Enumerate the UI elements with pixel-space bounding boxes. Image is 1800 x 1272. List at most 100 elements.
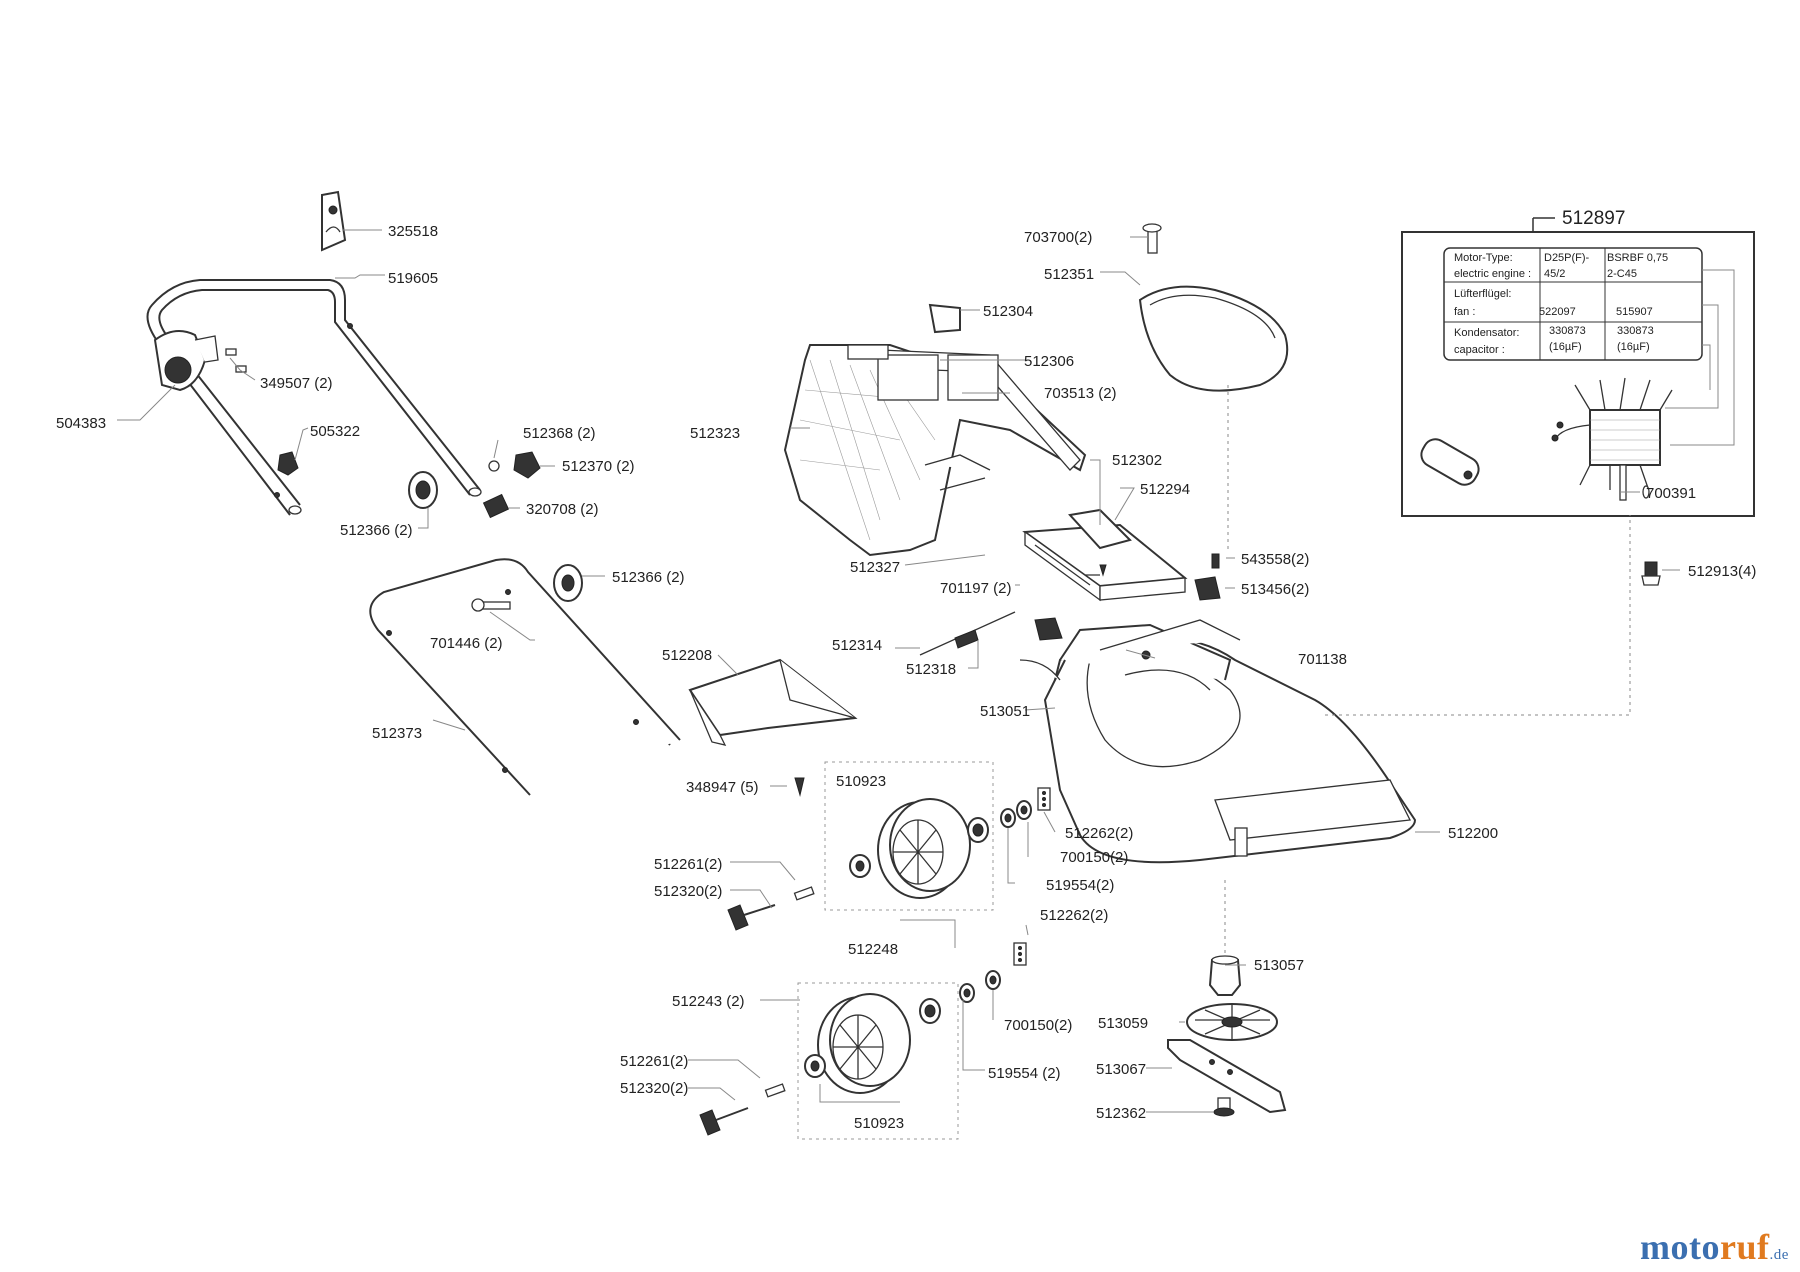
table-fan-b: 515907 bbox=[1616, 306, 1653, 318]
engine-cover bbox=[1138, 223, 1289, 392]
table-capacitor-b2: (16µF) bbox=[1617, 341, 1650, 353]
label-510923-a: 510923 bbox=[836, 773, 886, 790]
screw-348947 bbox=[794, 777, 805, 797]
upper-handle bbox=[146, 279, 482, 516]
pin-1 bbox=[793, 886, 815, 901]
label-512306: 512306 bbox=[1024, 353, 1074, 370]
knob-505322 bbox=[277, 451, 299, 476]
label-512294: 512294 bbox=[1140, 481, 1190, 498]
label-512366-b: 512366 (2) bbox=[612, 569, 685, 586]
label-701138: 701138 bbox=[1298, 651, 1347, 668]
blade-adapter-513057 bbox=[1208, 955, 1242, 996]
table-motor-a2: 45/2 bbox=[1544, 268, 1565, 280]
label-512366-a: 512366 (2) bbox=[340, 522, 413, 539]
table-capacitor-a2: (16µF) bbox=[1549, 341, 1582, 353]
label-512248: 512248 bbox=[848, 941, 898, 958]
label-701446: 701446 (2) bbox=[430, 635, 503, 652]
brand-logo: motoruf.de bbox=[1640, 1226, 1789, 1268]
pin-2 bbox=[764, 1083, 786, 1098]
bolt-701446 bbox=[471, 598, 511, 612]
gear-knob-512366 bbox=[408, 471, 438, 509]
label-519554-a: 519554(2) bbox=[1046, 877, 1114, 894]
label-512368: 512368 (2) bbox=[523, 425, 596, 442]
lower-handle bbox=[369, 558, 681, 796]
motor-leader-lines bbox=[1665, 269, 1735, 446]
label-700150-a: 700150(2) bbox=[1060, 849, 1128, 866]
knob-bolt-1 bbox=[727, 904, 776, 931]
label-512200: 512200 bbox=[1448, 825, 1498, 842]
table-motor-b: BSRBF 0,75 bbox=[1607, 252, 1668, 264]
label-513059: 513059 bbox=[1098, 1015, 1148, 1032]
label-505322: 505322 bbox=[310, 423, 360, 440]
label-513456: 513456(2) bbox=[1241, 581, 1309, 598]
housing-dotted bbox=[1224, 385, 1631, 955]
fan-513059 bbox=[1186, 1003, 1278, 1041]
deflector-512208 bbox=[688, 658, 858, 746]
label-512261-a: 512261(2) bbox=[654, 856, 722, 873]
gear-knob-512366b bbox=[553, 564, 583, 602]
label-512304: 512304 bbox=[983, 303, 1033, 320]
table-capacitor-label-en: capacitor : bbox=[1454, 344, 1505, 356]
table-capacitor-a: 330873 bbox=[1549, 325, 1586, 337]
wheel-group-1 bbox=[824, 761, 994, 911]
label-703700: 703700(2) bbox=[1024, 229, 1092, 246]
label-512913: 512913(4) bbox=[1688, 563, 1756, 580]
label-504383: 504383 bbox=[56, 415, 106, 432]
label-700391: 700391 bbox=[1646, 485, 1696, 502]
table-fan-a: 522097 bbox=[1539, 306, 1576, 318]
washers-2 bbox=[959, 942, 1027, 1003]
cable-clip bbox=[321, 190, 347, 252]
electric-motor bbox=[1551, 377, 1673, 501]
label-348947: 348947 (5) bbox=[686, 779, 759, 796]
label-512362: 512362 bbox=[1096, 1105, 1146, 1122]
label-700150-b: 700150(2) bbox=[1004, 1017, 1072, 1034]
label-519554-b: 519554 (2) bbox=[988, 1065, 1061, 1082]
label-512262-a: 512262(2) bbox=[1065, 825, 1133, 842]
spring-512314 bbox=[919, 611, 1016, 656]
table-electric-engine: electric engine : bbox=[1454, 268, 1531, 280]
label-512302: 512302 bbox=[1112, 452, 1162, 469]
screw-543558 bbox=[1211, 553, 1220, 569]
label-543558: 543558(2) bbox=[1241, 551, 1309, 568]
grass-catcher bbox=[783, 344, 1087, 557]
switch-box bbox=[153, 330, 219, 392]
clamp-513456 bbox=[1194, 576, 1221, 601]
label-512897: 512897 bbox=[1562, 208, 1625, 229]
label-512320-b: 512320(2) bbox=[620, 1080, 688, 1097]
label-512370: 512370 (2) bbox=[562, 458, 635, 475]
table-fan-label: Lüfterflügel: bbox=[1454, 288, 1511, 300]
label-349507: 349507 (2) bbox=[260, 375, 333, 392]
knob-bolt-2 bbox=[699, 1107, 749, 1136]
washers-1 bbox=[1000, 787, 1051, 828]
label-701197: 701197 (2) bbox=[940, 580, 1011, 597]
capacitor bbox=[1420, 438, 1480, 486]
label-519605: 519605 bbox=[388, 270, 438, 287]
screw-701197 bbox=[1099, 564, 1107, 577]
brand-part-1: moto bbox=[1640, 1227, 1720, 1267]
label-512373: 512373 bbox=[372, 725, 422, 742]
label-512261-b: 512261(2) bbox=[620, 1053, 688, 1070]
label-325518: 325518 bbox=[388, 223, 438, 240]
table-fan-label-en: fan : bbox=[1454, 306, 1475, 318]
leader-lines bbox=[117, 229, 1680, 1113]
bag-lid-512302 bbox=[1022, 508, 1188, 602]
brand-suffix: .de bbox=[1769, 1247, 1789, 1263]
label-513067: 513067 bbox=[1096, 1061, 1146, 1078]
label-512314: 512314 bbox=[832, 637, 882, 654]
brand-part-2: ruf bbox=[1719, 1227, 1770, 1267]
wheel-group-2 bbox=[797, 982, 959, 1140]
clip-512304 bbox=[928, 303, 961, 334]
table-capacitor-label: Kondensator: bbox=[1454, 327, 1519, 339]
label-510923-b: 510923 bbox=[854, 1115, 904, 1132]
label-512208: 512208 bbox=[662, 647, 712, 664]
bolt-512913 bbox=[1641, 561, 1661, 586]
label-512327: 512327 bbox=[850, 559, 900, 576]
label-512351: 512351 bbox=[1044, 266, 1094, 283]
part-labels: 325518 519605 349507 (2) 504383 505322 5… bbox=[56, 208, 1756, 1132]
motor-spec-table: Motor-Type: electric engine : D25P(F)- 4… bbox=[1454, 252, 1668, 356]
small-screws bbox=[225, 348, 247, 373]
table-motor-a: D25P(F)- bbox=[1544, 252, 1590, 264]
table-capacitor-b: 330873 bbox=[1617, 325, 1654, 337]
